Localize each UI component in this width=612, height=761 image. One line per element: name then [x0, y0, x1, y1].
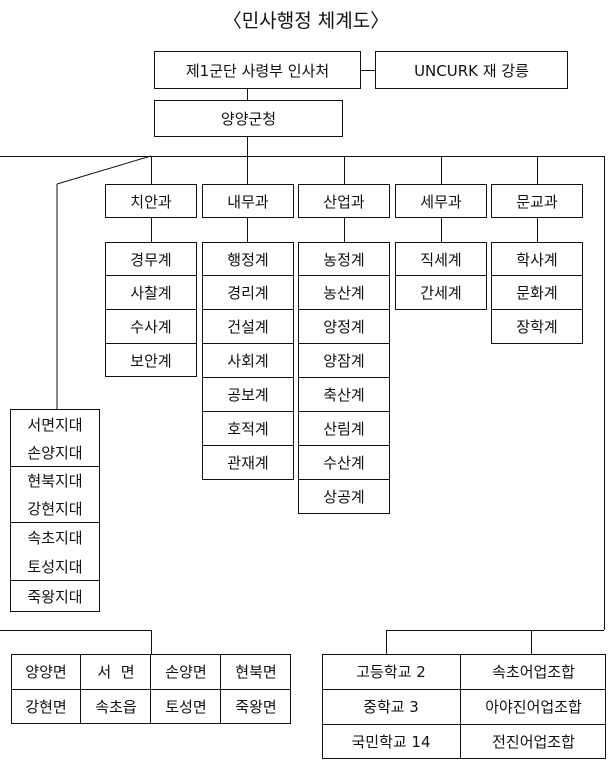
connector-sections-2	[344, 218, 345, 242]
section-box: 관재계	[202, 445, 294, 480]
connector-command-county	[247, 89, 248, 100]
schools-fisheries-table	[322, 654, 606, 759]
township-cell: 죽왕면	[235, 698, 277, 716]
command-personnel-box: 제1군단 사령부 인사처	[154, 51, 361, 89]
district-label: 현북지대	[27, 472, 83, 490]
dept-box-0: 치안과	[105, 184, 197, 218]
main-bus-line	[0, 156, 604, 157]
section-box: 경무계	[105, 242, 197, 276]
connector-dept-1	[247, 156, 248, 184]
section-box: 수산계	[298, 445, 390, 480]
dept-box-2: 산업과	[298, 184, 390, 218]
section-box: 농산계	[298, 275, 390, 310]
township-cell: 토성면	[165, 698, 207, 716]
school-cell: 고등학교 2	[356, 663, 426, 681]
section-box: 건설계	[202, 309, 294, 344]
section-box: 장학계	[491, 309, 583, 344]
bottom-right-bus-line	[386, 630, 604, 631]
connector-dept-0	[151, 156, 152, 184]
connector-dept-2	[344, 156, 345, 184]
township-grid-divider	[11, 689, 291, 690]
district-label: 서면지대	[27, 415, 83, 434]
dept-box-3: 세무과	[395, 184, 487, 218]
table-divider	[322, 689, 606, 690]
section-box: 사회계	[202, 343, 294, 378]
chart-title: 〈민사행정 체계도〉	[222, 10, 390, 32]
township-cell: 현북면	[235, 663, 277, 681]
connector-townships	[151, 630, 152, 654]
district-label: 토성지대	[27, 557, 83, 576]
right-bus-line	[604, 156, 605, 630]
school-cell: 국민학교 14	[351, 733, 431, 751]
section-box: 행정계	[202, 242, 294, 276]
section-box: 공보계	[202, 377, 294, 412]
dept-box-4: 문교과	[491, 184, 583, 218]
uncurk-box: UNCURK 재 강릉	[375, 51, 568, 89]
connector-schools	[386, 630, 387, 654]
section-box: 축산계	[298, 377, 390, 412]
section-box: 산림계	[298, 411, 390, 446]
section-box: 학사계	[491, 242, 583, 276]
township-cell: 강현면	[25, 698, 67, 716]
district-label: 강현지대	[27, 500, 83, 518]
fishery-cell: 전진어업조합	[492, 733, 575, 751]
section-box: 사찰계	[105, 275, 197, 310]
connector-dept-3	[441, 156, 442, 184]
section-box: 보안계	[105, 343, 197, 377]
section-box: 경리계	[202, 275, 294, 310]
section-box: 간세계	[395, 275, 487, 310]
district-label: 속초지대	[27, 528, 83, 547]
table-divider	[322, 724, 606, 725]
section-box: 상공계	[298, 479, 390, 514]
fishery-cell: 아야진어업조합	[485, 698, 582, 716]
connector-dept-4	[537, 156, 538, 184]
section-box: 수사계	[105, 309, 197, 344]
bottom-left-bus-line	[0, 630, 151, 631]
section-box: 양잠계	[298, 343, 390, 378]
connector-sections-1	[247, 218, 248, 242]
township-cell: 손양면	[165, 663, 207, 681]
fishery-cell: 속초어업조합	[492, 663, 575, 681]
connector-fisheries	[531, 630, 532, 654]
connector-sections-4	[537, 218, 538, 242]
district-group	[10, 409, 100, 467]
section-box: 양정계	[298, 309, 390, 344]
section-box: 농정계	[298, 242, 390, 276]
township-cell: 속초읍	[95, 698, 137, 716]
connector-sections-3	[441, 218, 442, 242]
township-cell: 양양면	[25, 663, 67, 681]
connector-county-bus	[247, 137, 248, 156]
section-box: 직세계	[395, 242, 487, 276]
district-label: 죽왕지대	[10, 580, 100, 612]
connector-sections-0	[151, 218, 152, 242]
section-box: 문화계	[491, 275, 583, 310]
county-office-box: 양양군청	[154, 100, 343, 137]
connector-command-uncurk	[361, 70, 375, 71]
section-box: 호적계	[202, 411, 294, 446]
diagonal-connector	[56, 155, 152, 185]
dept-box-1: 내무과	[202, 184, 294, 218]
table-divider	[460, 654, 461, 759]
school-cell: 중학교 3	[363, 698, 419, 716]
district-label: 손양지대	[27, 444, 83, 462]
township-cell: 서 면	[97, 663, 135, 681]
